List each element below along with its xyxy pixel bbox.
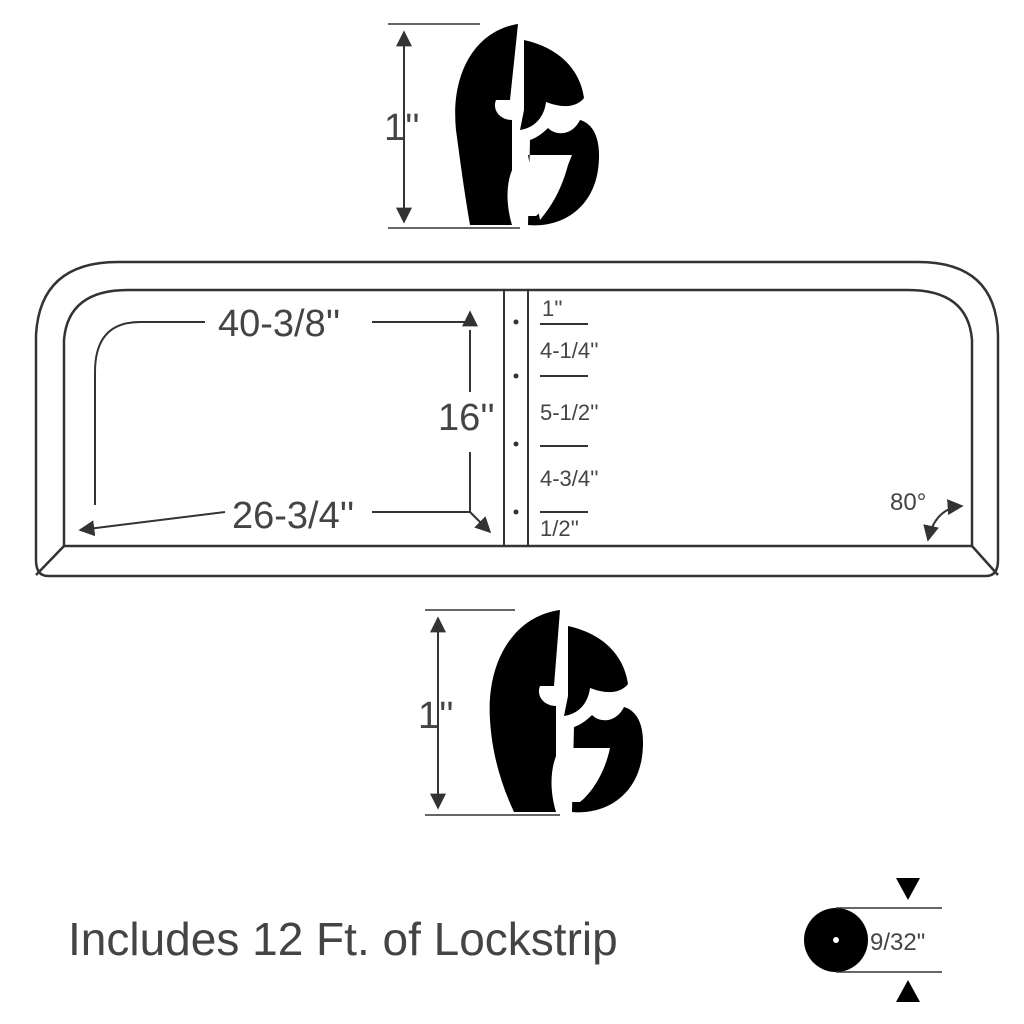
segment-dot bbox=[513, 441, 519, 447]
bottom-seal-profile-cutout bbox=[570, 748, 610, 802]
segment-dot bbox=[513, 373, 519, 379]
lockstrip-diameter-label: 9/32" bbox=[870, 929, 925, 956]
lockstrip-core-dot bbox=[833, 937, 839, 943]
bottom-length-arrow-left bbox=[78, 511, 226, 537]
bottom-profile-height-label: 1'' bbox=[418, 695, 454, 737]
lockstrip-caption: Includes 12 Ft. of Lockstrip bbox=[68, 913, 618, 965]
center-height-label: 16'' bbox=[438, 397, 495, 439]
top-profile-group: 1'' bbox=[384, 23, 600, 229]
segment-label: 1/2'' bbox=[540, 516, 579, 541]
window-outer-frame bbox=[34, 260, 1000, 578]
segment-dot bbox=[513, 509, 519, 515]
top-seal-profile-shape bbox=[455, 24, 600, 226]
segment-dot bbox=[513, 319, 519, 325]
top-length-dimension: 40-3/8'' bbox=[94, 303, 478, 505]
center-height-dimension: 16'' bbox=[438, 330, 495, 512]
bottom-length-label: 26-3/4'' bbox=[232, 495, 354, 537]
bottom-length-dimension: 26-3/4'' bbox=[78, 495, 492, 537]
top-length-path-left bbox=[94, 321, 205, 505]
down-arrow-icon bbox=[896, 878, 920, 900]
segment-label: 4-1/4'' bbox=[540, 338, 599, 363]
bottom-length-arrow-right bbox=[469, 511, 492, 534]
angle-indicator: 80° bbox=[890, 489, 964, 542]
bottom-seal-profile-shape bbox=[489, 610, 644, 813]
top-length-label: 40-3/8'' bbox=[218, 303, 340, 345]
segment-label: 5-1/2'' bbox=[540, 400, 599, 425]
window-inner-frame bbox=[62, 288, 974, 548]
segment-label: 1'' bbox=[542, 296, 563, 321]
top-length-path-right bbox=[372, 310, 478, 327]
window-corner-right bbox=[971, 545, 999, 576]
angle-label: 80° bbox=[890, 489, 926, 516]
up-arrow-icon bbox=[896, 980, 920, 1002]
segment-label: 4-3/4'' bbox=[540, 466, 599, 491]
angle-arc-arrow bbox=[923, 499, 964, 542]
bottom-profile-group: 1'' bbox=[418, 609, 644, 816]
window-corner-left bbox=[35, 545, 65, 576]
window-outline bbox=[34, 260, 1000, 578]
lockstrip-section: Includes 12 Ft. of Lockstrip 9/32" bbox=[68, 878, 942, 1002]
top-seal-profile-cutout bbox=[526, 162, 566, 216]
segment-markers: 1'' 4-1/4'' 5-1/2'' 4-3/4'' 1/2'' bbox=[513, 296, 599, 541]
top-profile-height-label: 1'' bbox=[384, 107, 420, 149]
